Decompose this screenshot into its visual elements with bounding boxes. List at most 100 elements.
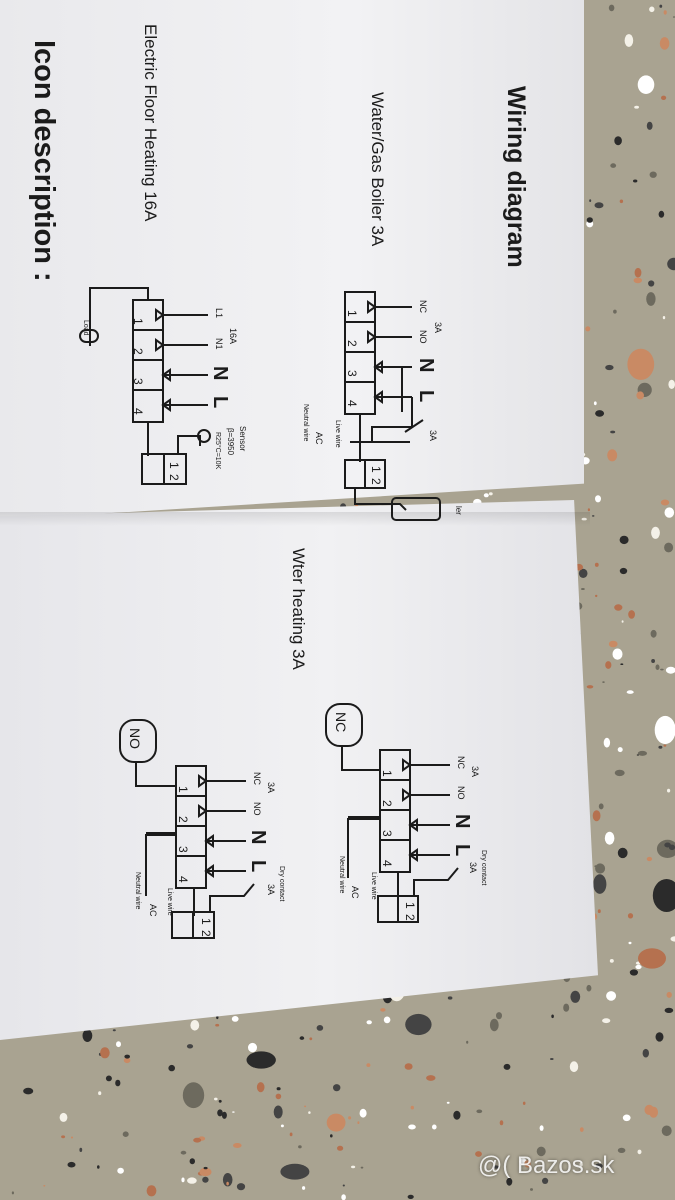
terrazzo-speck — [117, 1167, 124, 1174]
svg-text:2: 2 — [167, 474, 181, 481]
terrazzo-speck — [621, 620, 624, 623]
terrazzo-speck — [215, 1023, 220, 1027]
terrazzo-speck — [593, 874, 607, 894]
terrazzo-speck — [637, 75, 655, 94]
terrazzo-speck — [638, 948, 666, 969]
terrazzo-speck — [146, 1185, 157, 1197]
terrazzo-speck — [608, 640, 618, 648]
terrazzo-speck — [337, 1145, 344, 1151]
svg-text:4: 4 — [131, 408, 145, 415]
svg-text:R25°C=10K: R25°C=10K — [214, 432, 222, 470]
terrazzo-speck — [232, 1111, 235, 1113]
terrazzo-speck — [661, 95, 667, 101]
terrazzo-speck — [646, 856, 653, 862]
terrazzo-speck — [585, 326, 591, 332]
terrazzo-speck — [218, 1099, 222, 1103]
terrazzo-speck — [667, 788, 671, 793]
water-valve-nc — [325, 703, 363, 747]
terrazzo-speck — [602, 1018, 611, 1024]
terrazzo-speck — [97, 1165, 100, 1169]
terrazzo-speck — [216, 1015, 219, 1020]
svg-text:β=3950: β=3950 — [226, 428, 235, 456]
terrazzo-speck — [276, 1087, 281, 1091]
terrazzo-speck — [383, 1016, 391, 1024]
terrazzo-speck — [189, 1158, 195, 1165]
svg-text:4: 4 — [345, 400, 359, 407]
terrazzo-speck — [587, 508, 591, 512]
terrazzo-speck — [280, 1163, 310, 1180]
svg-text:1: 1 — [345, 310, 359, 317]
terrazzo-speck — [410, 1105, 414, 1110]
terrazzo-speck — [658, 210, 665, 218]
terrazzo-speck — [578, 568, 588, 579]
terrazzo-speck — [610, 430, 616, 434]
svg-text:3: 3 — [131, 378, 145, 385]
terrazzo-speck — [11, 1191, 14, 1195]
terrazzo-speck — [187, 1177, 197, 1184]
terrazzo-speck — [598, 803, 604, 810]
terrazzo-speck — [635, 964, 642, 970]
svg-text:L: L — [451, 844, 473, 856]
svg-text:NC: NC — [418, 300, 428, 313]
terrazzo-speck — [594, 202, 604, 209]
terrazzo-speck — [624, 34, 634, 47]
terrazzo-speck — [100, 1047, 110, 1059]
terrazzo-speck — [233, 1143, 242, 1148]
terrazzo-speck — [595, 594, 598, 598]
svg-text:1: 1 — [199, 918, 213, 925]
terrazzo-speck — [43, 1185, 46, 1187]
boiler-wiring-diagram: 1 2 3 4 NC NO N L 3A 3A Live wire Neutra… — [302, 291, 463, 521]
terrazzo-speck — [570, 990, 581, 1003]
terrazzo-speck — [522, 1101, 526, 1106]
terrazzo-speck — [620, 663, 624, 665]
terrazzo-speck — [231, 1016, 239, 1022]
svg-text:NO: NO — [252, 802, 262, 816]
svg-text:1: 1 — [403, 902, 417, 909]
svg-text:Live wire: Live wire — [334, 420, 341, 448]
terrazzo-speck — [602, 681, 605, 683]
terrazzo-speck — [591, 515, 595, 517]
terrazzo-speck — [664, 507, 675, 518]
terrazzo-speck — [202, 1176, 209, 1183]
terrazzo-speck — [67, 1161, 76, 1168]
floor-heating-diagram-title: Electric Floor Heating 16A — [141, 24, 160, 222]
terrazzo-speck — [214, 1097, 218, 1101]
terrazzo-speck — [503, 1063, 511, 1070]
terrazzo-speck — [660, 668, 664, 671]
terrazzo-speck — [646, 121, 653, 130]
terrazzo-speck — [182, 1082, 205, 1109]
svg-text:NC: NC — [456, 756, 466, 769]
page-title: Wiring diagram — [502, 86, 530, 268]
svg-text:2: 2 — [403, 914, 417, 921]
svg-text:1: 1 — [131, 318, 145, 325]
terrazzo-speck — [275, 1093, 282, 1100]
terrazzo-speck — [447, 996, 453, 1000]
terrazzo-speck — [634, 105, 639, 109]
terrazzo-speck — [536, 1146, 546, 1157]
terrazzo-speck — [222, 1173, 233, 1187]
svg-text:3: 3 — [176, 846, 190, 853]
terrazzo-speck — [627, 348, 655, 380]
svg-text:1: 1 — [380, 770, 394, 777]
terrazzo-speck — [651, 526, 660, 539]
terrazzo-speck — [633, 277, 642, 284]
svg-text:N: N — [209, 366, 231, 380]
terrazzo-speck — [664, 1007, 674, 1014]
terrazzo-speck — [190, 1020, 200, 1031]
terrazzo-speck — [629, 969, 639, 976]
svg-text:3A: 3A — [470, 766, 480, 777]
terrazzo-speck — [605, 661, 612, 669]
boiler-diagram-title: Water/Gas Boiler 3A — [368, 92, 387, 247]
terrazzo-speck — [597, 909, 601, 914]
terrazzo-speck — [299, 1036, 305, 1040]
terrazzo-speck — [506, 1177, 513, 1186]
terrazzo-speck — [23, 1087, 34, 1095]
terrazzo-speck — [595, 863, 606, 874]
terrazzo-speck — [663, 744, 667, 747]
terrazzo-speck — [70, 1136, 74, 1139]
terrazzo-speck — [112, 1029, 116, 1032]
manual-page-bottom — [0, 500, 598, 1040]
terrazzo-speck — [446, 1101, 450, 1104]
terrazzo-speck — [617, 747, 623, 753]
water-heating-wiring-diagram-b: NO 1 2 3 4 NC NO N L 3A Dry contact 3A L… — [119, 719, 285, 939]
